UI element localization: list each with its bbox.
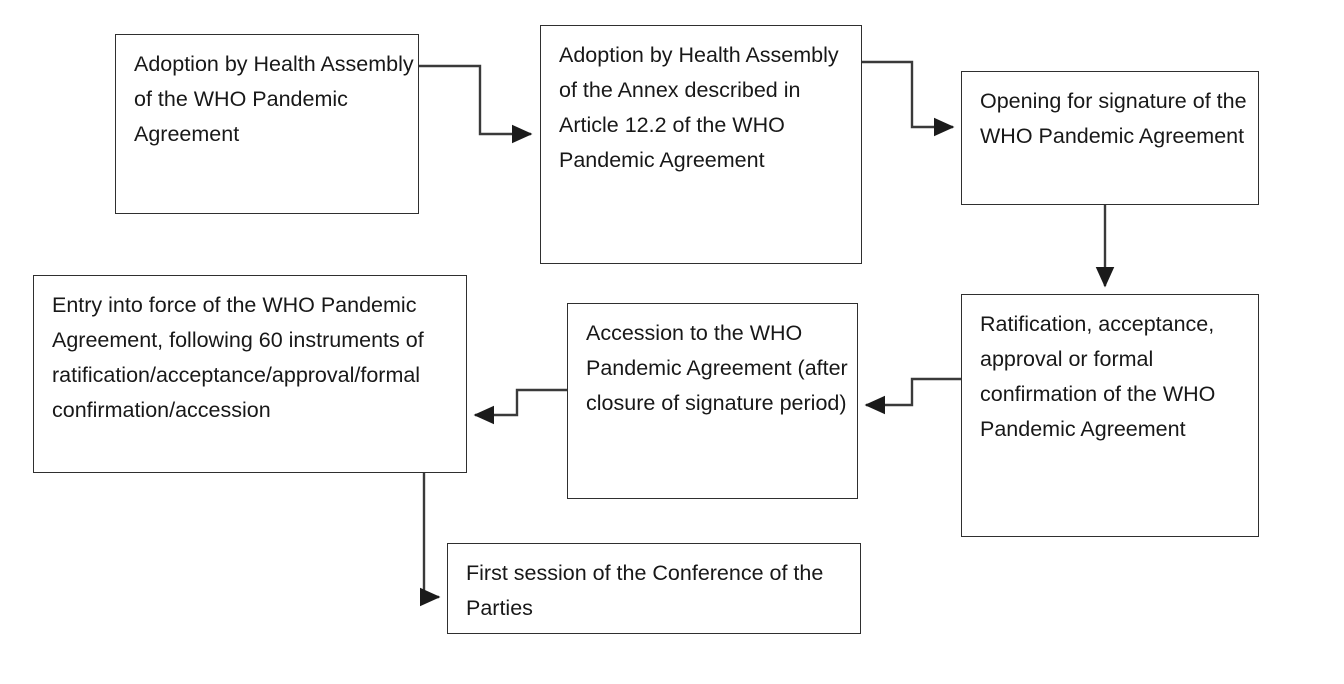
node-opening-signature[interactable]: Opening for signature of the WHO Pandemi…: [961, 71, 1259, 205]
connector-adoption-agreement-to-adoption-annex: [419, 64, 533, 144]
connector-accession-to-entry-into-force: [473, 388, 567, 425]
node-adoption-agreement[interactable]: Adoption by Health Assembly of the WHO P…: [115, 34, 419, 214]
node-entry-into-force[interactable]: Entry into force of the WHO Pandemic Agr…: [33, 275, 467, 473]
node-ratification[interactable]: Ratification, acceptance, approval or fo…: [961, 294, 1259, 537]
node-adoption-annex[interactable]: Adoption by Health Assembly of the Annex…: [540, 25, 862, 264]
connector-entry-into-force-to-first-cop: [419, 473, 441, 607]
node-accession[interactable]: Accession to the WHO Pandemic Agreement …: [567, 303, 858, 499]
connector-adoption-annex-to-opening-signature: [862, 60, 955, 137]
connector-ratification-to-accession: [864, 377, 961, 415]
node-first-cop[interactable]: First session of the Conference of the P…: [447, 543, 861, 634]
